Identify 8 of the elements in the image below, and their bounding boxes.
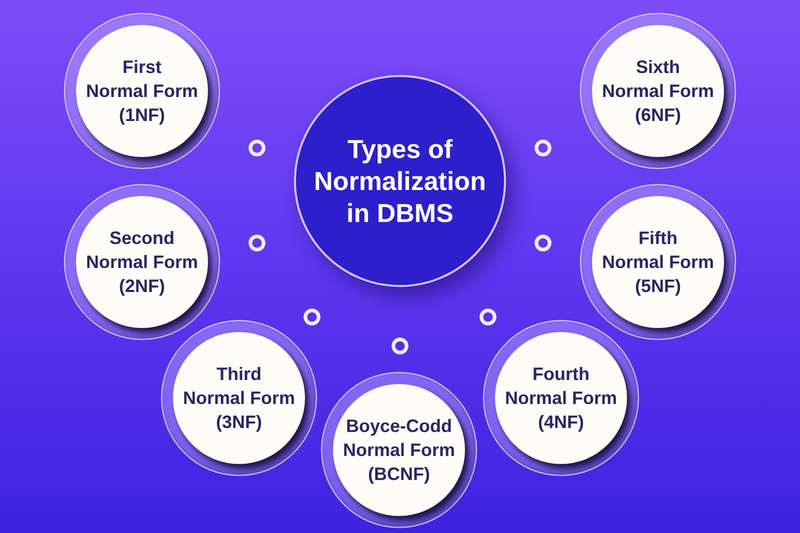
circle-label: First Normal Form (1NF) — [86, 56, 198, 127]
circle-label: Fifth Normal Form (5NF) — [602, 227, 714, 298]
circle-label: Second Normal Form (2NF) — [86, 227, 198, 298]
circle-label: Fourth Normal Form (4NF) — [504, 363, 618, 434]
circle-label: Types of Normalization in DBMS — [314, 133, 486, 229]
circle-label: Sixth Normal Form (6NF) — [602, 56, 714, 127]
circle-label: Third Normal Form (3NF) — [182, 363, 296, 434]
circle-label: Boyce-Codd Normal Form (BCNF) — [342, 415, 456, 486]
